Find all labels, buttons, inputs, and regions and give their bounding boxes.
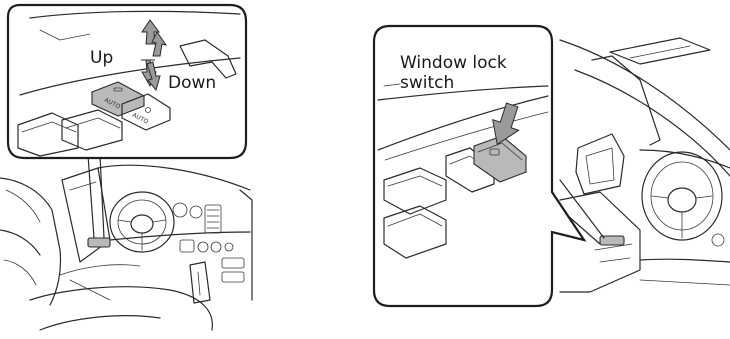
left-cabin-illustration xyxy=(0,155,252,330)
up-label: Up xyxy=(90,48,113,68)
window-lock-label-line1: Window lock xyxy=(400,53,507,73)
left-callout-box: AUTO AUTO Up Down xyxy=(8,5,246,158)
right-cabin-illustration xyxy=(550,38,730,292)
window-lock-label-line2: switch xyxy=(400,73,454,93)
down-label: Down xyxy=(168,73,216,93)
right-callout-box: Window lock switch xyxy=(374,26,584,306)
left-cabin-switch-block xyxy=(88,238,110,247)
sun-visor xyxy=(610,38,710,64)
side-mirror xyxy=(576,134,624,194)
